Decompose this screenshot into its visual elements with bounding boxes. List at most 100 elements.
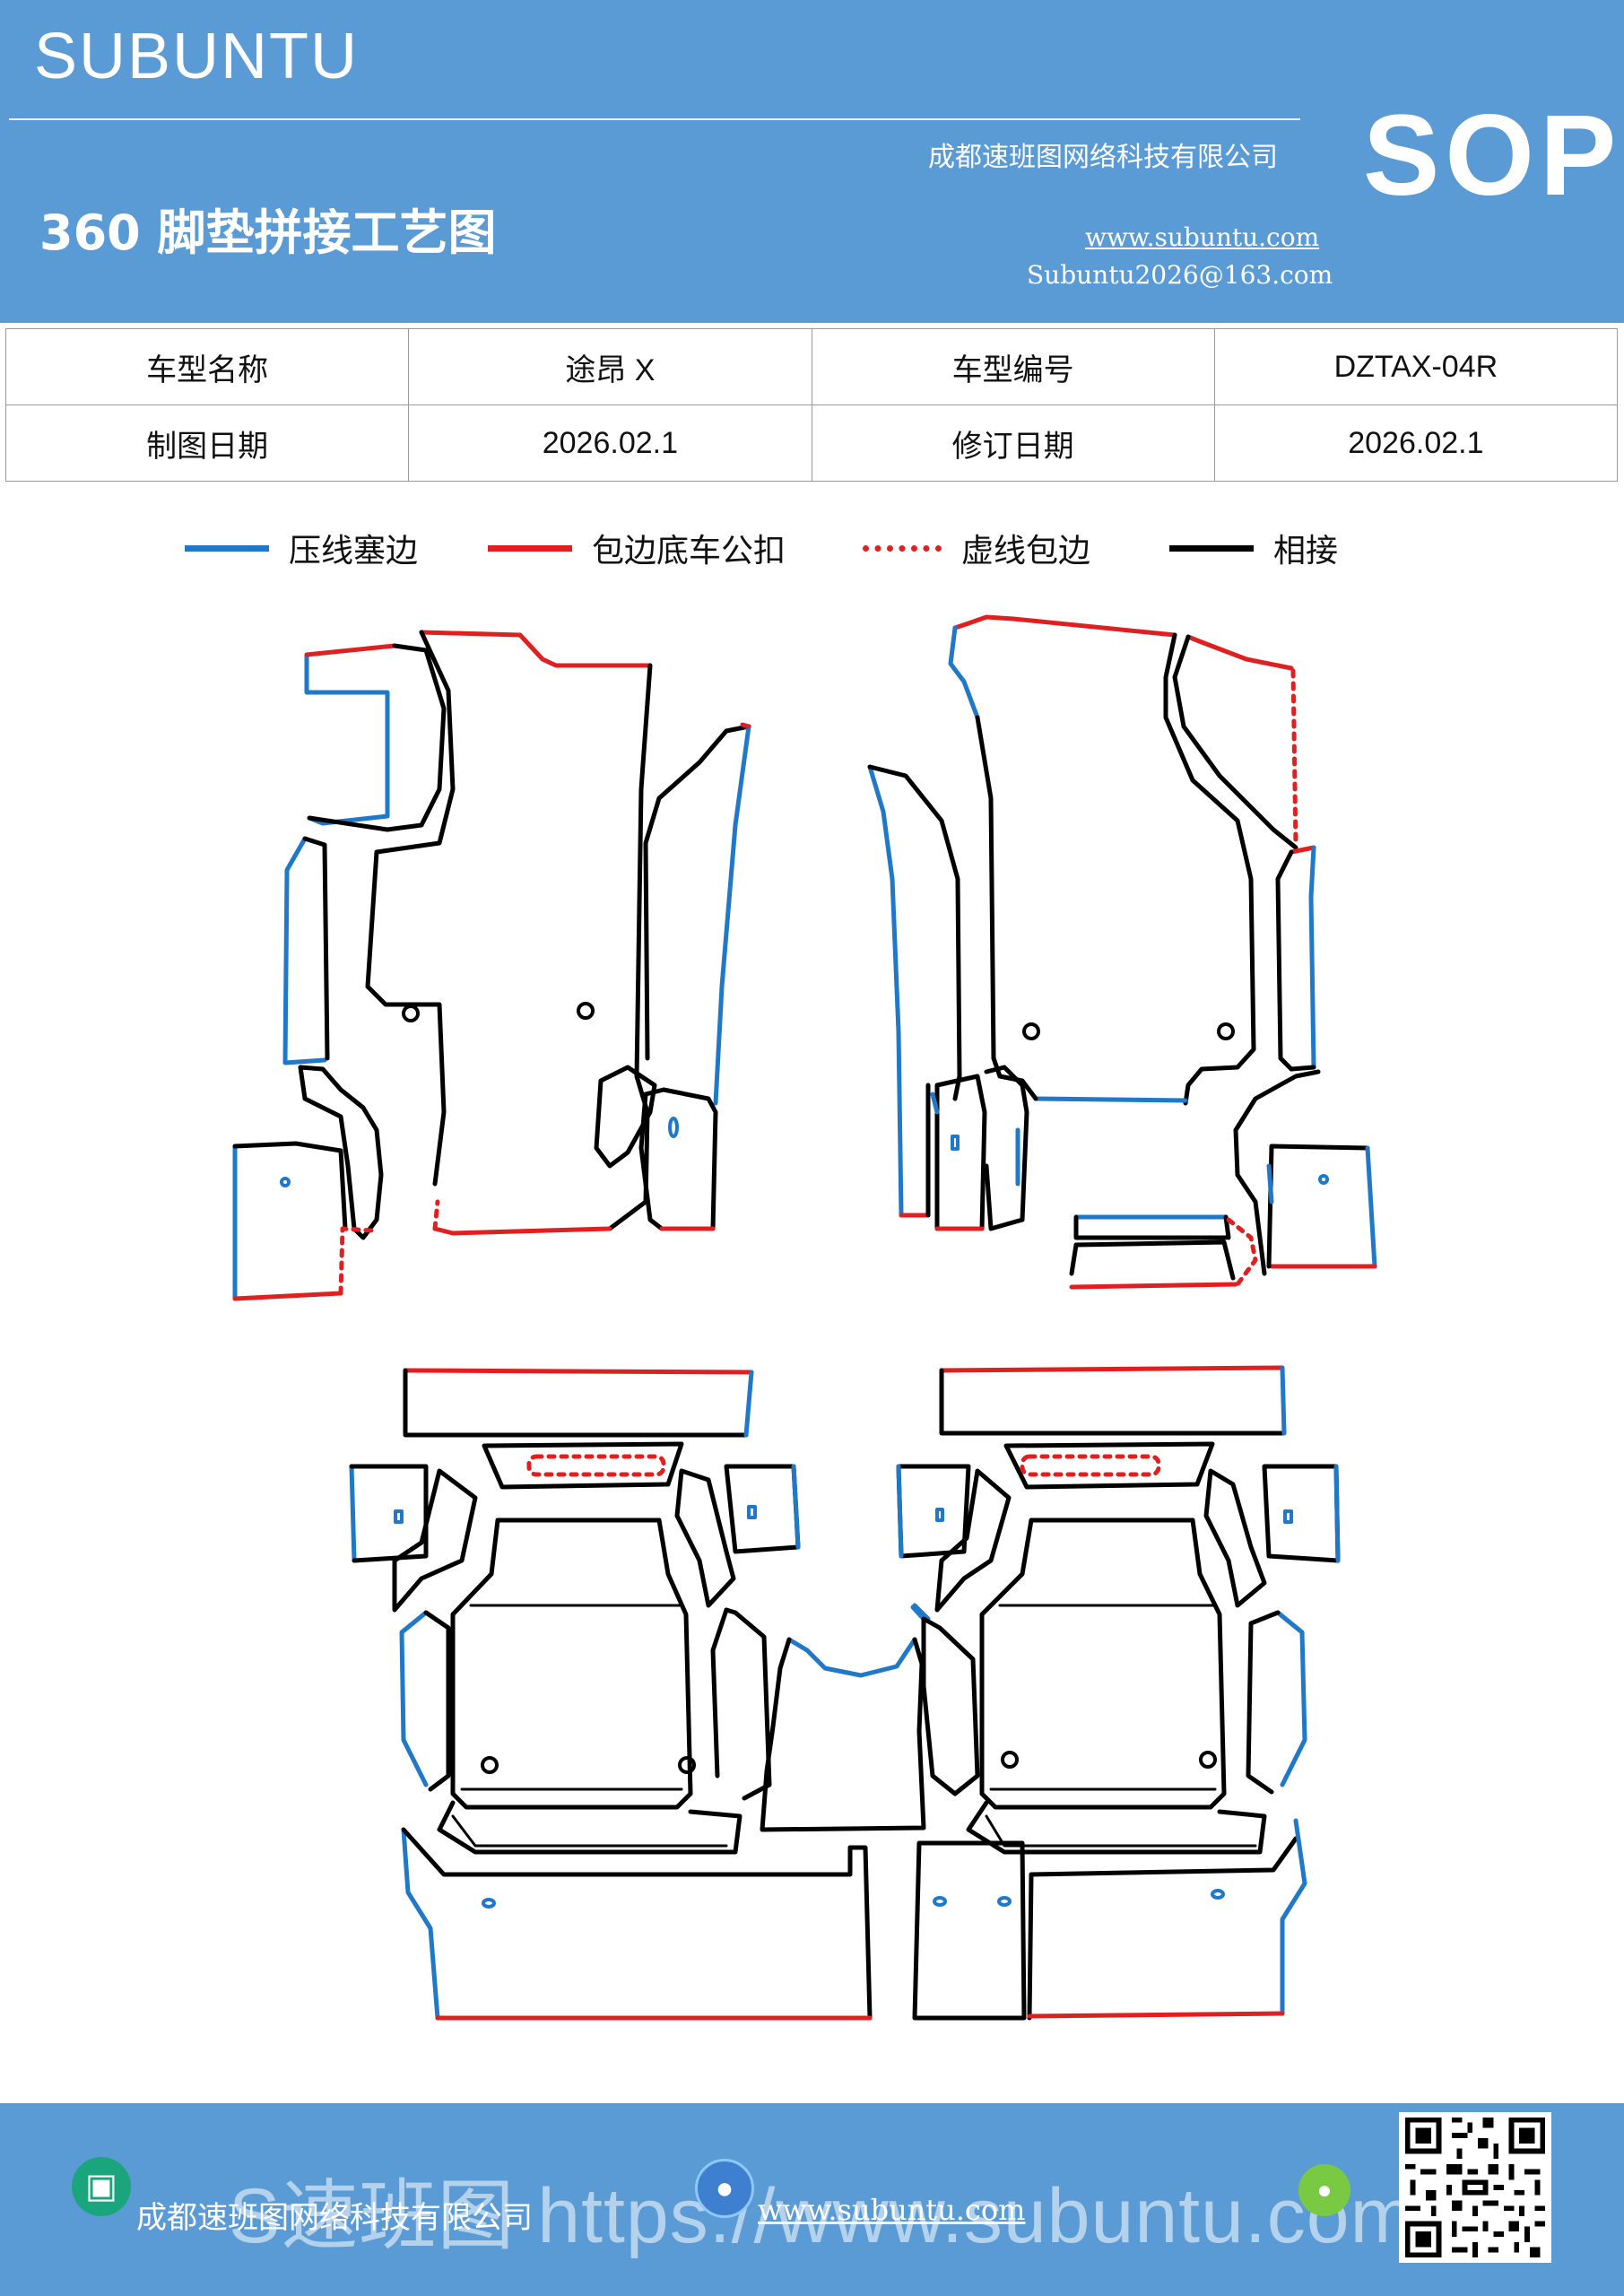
mat-edge [1027,1872,1034,2021]
legend-swatch-black [1169,544,1254,552]
mat-edge [952,614,1177,638]
mat-piece [921,1616,980,1796]
mat-piece [298,1065,384,1240]
mat-edge [1073,1214,1229,1240]
mat-edge [966,1800,1267,1855]
mat-edge [1069,1282,1238,1290]
mat-piece [450,1518,693,1810]
mat-edge [304,643,397,657]
model-name-label: 车型名称 [4,328,410,405]
mat-hole [678,1756,696,1774]
model-code-value: DZTAX-04R [1213,328,1619,405]
center-tunnel-group [760,1603,931,1832]
mat-edge [985,1814,1257,1848]
mat-edge [1275,849,1294,1072]
mat-edge [1308,845,1316,1070]
mat-edge [403,1368,754,1375]
mat-edge [232,1291,343,1301]
footer-watermark: S速班图 https://www.subuntu.com [229,2173,1416,2259]
mat-edge [847,1845,873,2021]
model-code-label: 车型编号 [811,328,1215,405]
table-row: 制图日期 2026.02.1 修订日期 2026.02.1 [4,404,1619,482]
mat-edge [401,1827,440,2021]
mat-edge [713,724,751,1106]
mat-edge [643,724,751,1061]
mat-piece [896,1464,971,1559]
footer-banner: S速班图 https://www.subuntu.com ▣ 成都速班图网络科技… [0,2103,1624,2296]
mat-edge [786,1637,917,1678]
mat-edge [1289,1065,1316,1072]
model-name-value: 途昂 X [408,328,812,405]
legend-swatch-red-dotted [863,544,942,552]
mat-edge [401,1827,853,1877]
page-title: 360 脚垫拼接工艺图 [39,204,497,261]
mat-edge [437,1800,743,1855]
mat-piece [392,1468,478,1613]
mat-edge [1289,845,1316,855]
mat-edge [460,1604,683,1791]
mat-edge [302,836,330,1061]
mat-piece [724,1464,801,1554]
mat-edge [432,1226,612,1236]
vehicle-info-table: 车型名称 途昂 X 车型编号 DZTAX-04R 制图日期 2026.02.1 … [4,328,1619,482]
header-banner: SUBUNTU 成都速班图网络科技有限公司 SOP 360 脚垫拼接工艺图 ww… [0,0,1624,323]
mat-edge [307,643,447,832]
mat-edge [1223,1214,1231,1240]
legend: 压线塞边 包边底车公扣 虚线包边 相接 [0,525,1624,570]
mat-edge [1290,668,1298,848]
mat-edge [451,1814,728,1848]
mat-edge [232,1141,348,1231]
mat-edge [423,1610,451,1792]
front-right-mat-group [867,614,1377,1290]
mat-hole [1318,1174,1329,1185]
website-link[interactable]: www.subuntu.com [1085,222,1320,252]
mat-hole [280,1177,291,1187]
mat-edge [948,625,980,720]
mat-edge [638,1091,664,1231]
mat-piece [594,1065,657,1169]
mat-edge [1172,634,1298,850]
header-divider [9,118,1300,120]
mat-hole [1211,1889,1225,1900]
mat-edge [1365,1145,1377,1269]
mat-edge [896,1464,904,1559]
mat-edge [1280,1818,1307,2016]
email-address[interactable]: Subuntu2026@163.com [1027,260,1333,290]
mat-edge [939,1365,1285,1373]
mat-edge [740,722,751,729]
mat-edge [432,1199,440,1231]
footer-website-link[interactable]: www.subuntu.com [758,2193,1026,2227]
mat-hole [668,1117,679,1138]
mat-edge [1266,1163,1274,1205]
mat-edge [710,1607,729,1779]
mat-edge [1269,1144,1370,1151]
mat-hole [997,1896,1012,1907]
mat-edge [419,630,653,668]
legend-item-red-dotted: 虚线包边 [863,525,1090,571]
legend-item-black: 相接 [1169,525,1338,571]
mat-edge [760,1637,926,1832]
mat-edge [1275,1610,1307,1787]
rear-left-mat-group [349,1368,873,2021]
mat-edge [997,1074,1038,1101]
mat-edge [791,1464,801,1550]
mat-edge [1246,1610,1281,1795]
mat-edge [1029,1836,1298,1877]
mat-edge [1033,1096,1188,1103]
mat-piece [1262,1464,1341,1563]
mat-edge [399,1610,429,1787]
legend-item-blue: 压线塞边 [185,525,418,571]
mat-hole [482,1898,496,1909]
mat-hole [951,1135,960,1151]
mat-hole [1199,1751,1217,1769]
mat-hole [933,1896,947,1907]
mat-hole [1217,1022,1235,1040]
mat-edge [867,764,904,1218]
mat-edge [1226,1217,1258,1287]
sop-label: SOP [1363,91,1622,220]
globe-icon: ● [695,2159,754,2218]
mat-hole [481,1756,499,1774]
front-left-mat-group [232,630,751,1301]
table-row: 车型名称 途昂 X 车型编号 DZTAX-04R [4,328,1619,405]
qr-code[interactable] [1399,2112,1551,2263]
